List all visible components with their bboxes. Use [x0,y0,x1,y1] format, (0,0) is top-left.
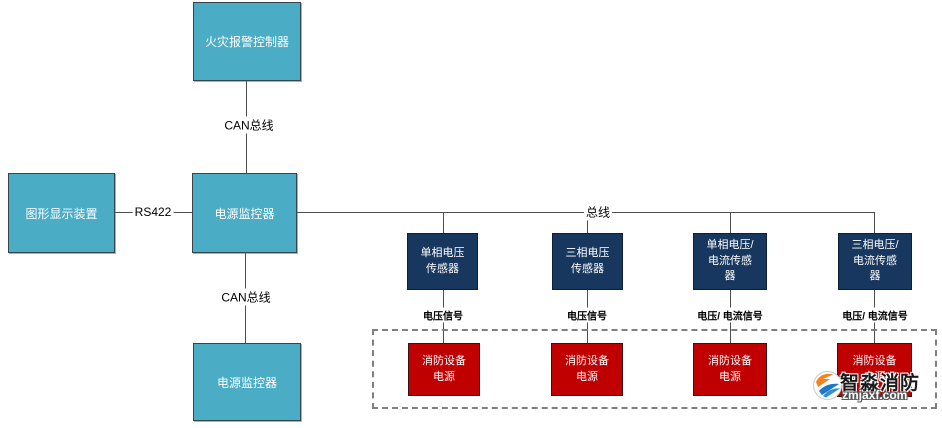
sensor-label: 三相电压 传感器 [565,247,610,275]
sensor-node-three-phase-voltage: 三相电压 传感器 [552,233,623,290]
connector-bus-drop-1 [443,212,444,233]
voltage-signal-label-2: 电压信号 [565,307,609,323]
voltage-current-signal-label-4: 电压/ 电流信号 [840,307,910,323]
voltage-current-signal-label-3: 电压/ 电流信号 [695,307,765,323]
fire-equipment-power-label: 消防设备 电源 [422,354,466,383]
power-monitor-node-bottom: 电源监控器 [193,343,301,421]
voltage-signal-label-1: 电压信号 [421,307,465,323]
sensor-label: 单相电压/ 电流传感 器 [706,239,754,283]
power-supply-group-box [372,329,937,409]
connector-bus-drop-4 [874,212,875,233]
fire-equipment-power-label: 消防设备 电源 [852,355,897,383]
watermark-logo-icon [813,371,842,400]
fire-equipment-power-node-2: 消防设备 电源 [551,343,623,396]
power-monitor-node-top: 电源监控器 [192,173,297,253]
can-bus-bottom-label: CAN总线 [219,288,273,306]
watermark-domain: zmjaxf.com [842,388,908,402]
watermark-brand: 智淼消防 [840,373,921,394]
fire-equipment-power-node-4: 消防设备 电源 [837,343,912,397]
fire-alarm-controller-node: 火灾报警控制器 [193,2,301,81]
sensor-label: 单相电压 传感器 [420,247,465,275]
graphic-display-node: 图形显示装置 [8,173,115,253]
fire-alarm-controller-label: 火灾报警控制器 [204,35,289,49]
fire-equipment-power-label: 消防设备 电源 [708,354,752,383]
watermark: 智淼消防 zmjaxf.com [813,368,941,408]
connector-bus-drop-2 [587,212,588,233]
fire-equipment-power-label: 消防设备 电源 [565,354,609,383]
fire-equipment-power-node-1: 消防设备 电源 [408,343,480,396]
connector-bus-drop-3 [730,212,731,233]
sensor-node-three-phase-voltage-current: 三相电压/ 电流传感 器 [838,233,912,290]
fire-equipment-power-node-3: 消防设备 电源 [693,343,767,396]
sensor-node-single-phase-voltage: 单相电压 传感器 [407,233,478,290]
bus-label: 总线 [583,203,613,221]
can-bus-top-label: CAN总线 [222,116,276,134]
power-monitor-top-label: 电源监控器 [214,206,275,221]
power-monitor-bottom-label: 电源监控器 [216,375,277,390]
sensor-node-single-phase-voltage-current: 单相电压/ 电流传感 器 [693,233,767,290]
graphic-display-label: 图形显示装置 [25,206,98,221]
sensor-label: 三相电压/ 电流传感 器 [851,239,899,283]
rs422-label: RS422 [132,205,174,219]
